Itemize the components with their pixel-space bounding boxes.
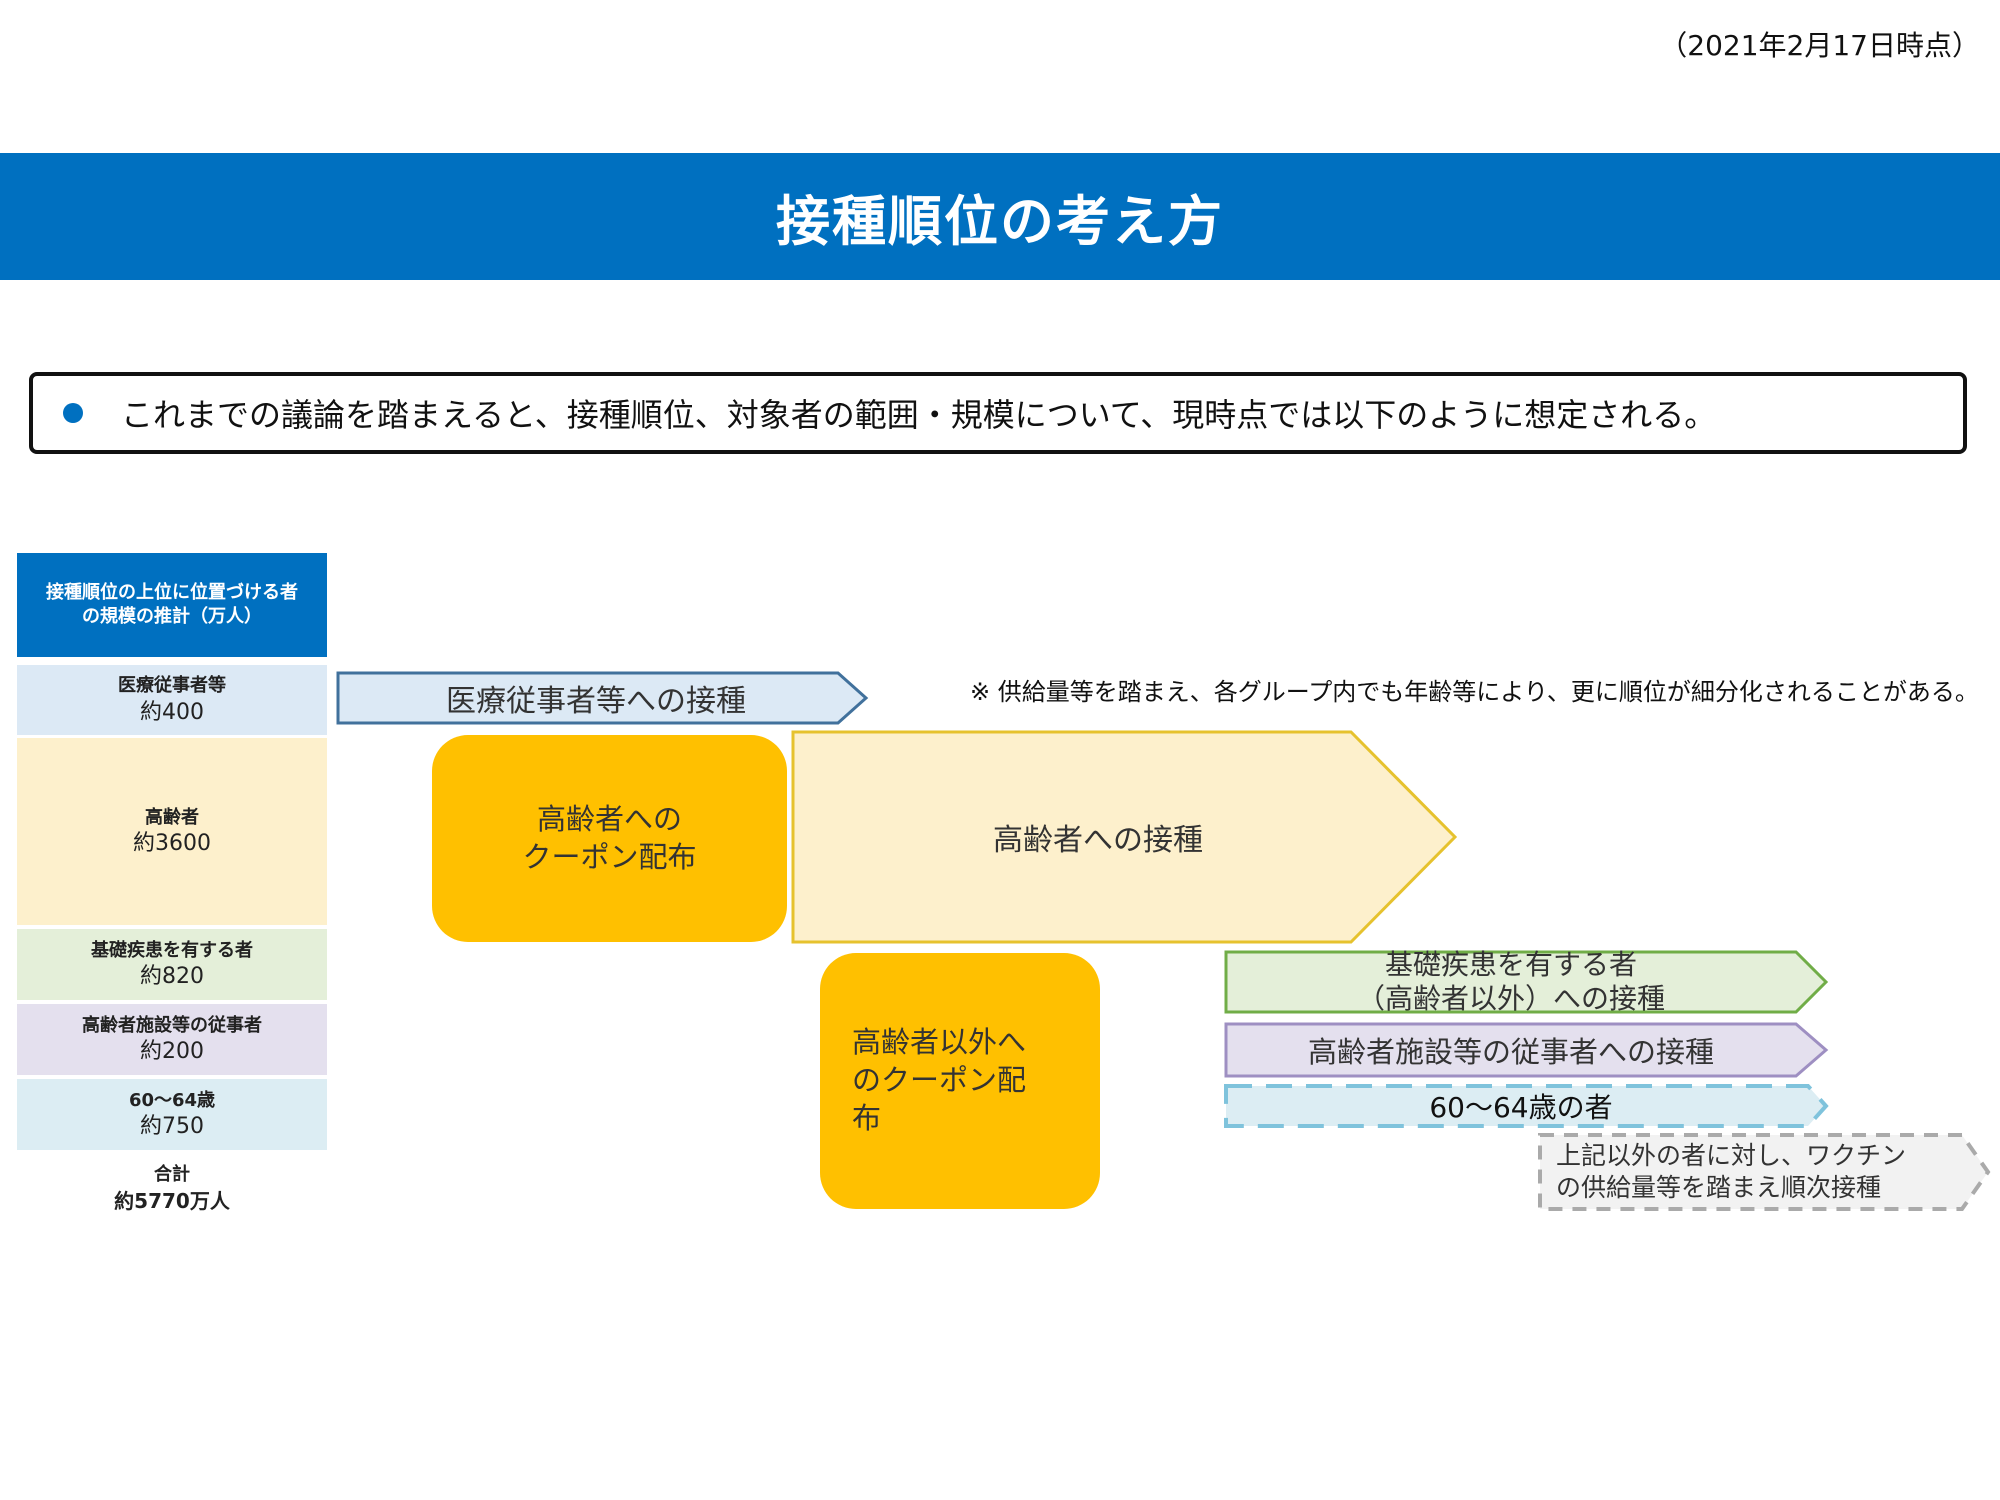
bullet-icon [63,403,83,423]
coupon-others-line-3: 布 [852,1100,882,1135]
coupon-elderly-box: 高齢者への クーポン配布 [432,735,787,942]
date-note: （2021年2月17日時点） [1659,29,1980,62]
arrow-age60 [1224,1084,1829,1128]
arrow-others-line-1: 上記以外の者に対し、ワクチン [1556,1140,1907,1170]
group-name: 基礎疾患を有する者 [91,939,253,961]
page-title: 接種順位の考え方 [776,190,1224,253]
arrow-elderly [791,730,1458,944]
arrow-condition-line-1: 基礎疾患を有する者 [1384,948,1637,982]
arrow-facility [1224,1022,1829,1078]
coupon-others-line-1: 高齢者以外へ [852,1025,1027,1060]
scale-header: 接種順位の上位に位置づける者 の規模の推計（万人） [17,553,327,657]
total-value: 約5770万人 [114,1188,230,1213]
group-name: 60～64歳 [128,1089,216,1111]
coupon-elderly-line-2: クーポン配布 [522,839,697,874]
group-value: 約3600 [133,831,211,856]
group-total: 合計 約5770万人 [17,1160,327,1216]
summary-box: これまでの議論を踏まえると、接種順位、対象者の範囲・規模について、現時点では以下… [29,372,1967,454]
group-medical: 医療従事者等 約400 [17,665,327,735]
scale-header-line-2: の規模の推計（万人） [82,606,262,627]
group-value: 約820 [140,964,204,989]
arrow-facility-label: 高齢者施設等の従事者への接種 [1307,1035,1714,1069]
arrow-medical-label: 医療従事者等への接種 [446,684,746,719]
group-name: 高齢者 [145,806,199,828]
coupon-others-line-2: のクーポン配 [852,1063,1027,1098]
title-banner: 接種順位の考え方 [0,153,2000,280]
total-label: 合計 [154,1164,190,1186]
coupon-others-box: 高齢者以外へ のクーポン配 布 [820,953,1100,1209]
group-name: 医療従事者等 [118,675,226,697]
arrow-others-line-2: の供給量等を踏まえ順次接種 [1556,1173,1882,1202]
group-elderly: 高齢者 約3600 [17,738,327,925]
group-facility-workers: 高齢者施設等の従事者 約200 [17,1004,327,1075]
group-value: 約400 [140,699,204,725]
arrow-condition-line-2: （高齢者以外）への接種 [1356,982,1665,1015]
summary-text: これまでの議論を踏まえると、接種順位、対象者の範囲・規模について、現時点では以下… [121,396,1717,434]
arrow-medical [336,671,869,725]
arrow-others-label: 上記以外の者に対し、ワクチン の供給量等を踏まえ順次接種 [1556,1135,1966,1209]
scale-header-line-1: 接種順位の上位に位置づける者 [46,581,298,603]
footnote: ※ 供給量等を踏まえ、各グループ内でも年齢等により、更に順位が細分化されることが… [970,678,1979,706]
arrow-others [1538,1133,1991,1211]
group-underlying-condition: 基礎疾患を有する者 約820 [17,929,327,1000]
arrow-condition [1224,950,1829,1014]
group-value: 約750 [140,1114,204,1139]
arrow-elderly-label: 高齢者への接種 [993,823,1203,858]
arrow-age60-label: 60～64歳の者 [1429,1091,1613,1124]
coupon-elderly-line-1: 高齢者への [536,801,682,836]
arrow-condition-label: 基礎疾患を有する者 （高齢者以外）への接種 [1226,948,1796,1016]
group-value: 約200 [140,1039,204,1064]
group-age-60-64: 60～64歳 約750 [17,1079,327,1150]
group-name: 高齢者施設等の従事者 [82,1014,262,1036]
